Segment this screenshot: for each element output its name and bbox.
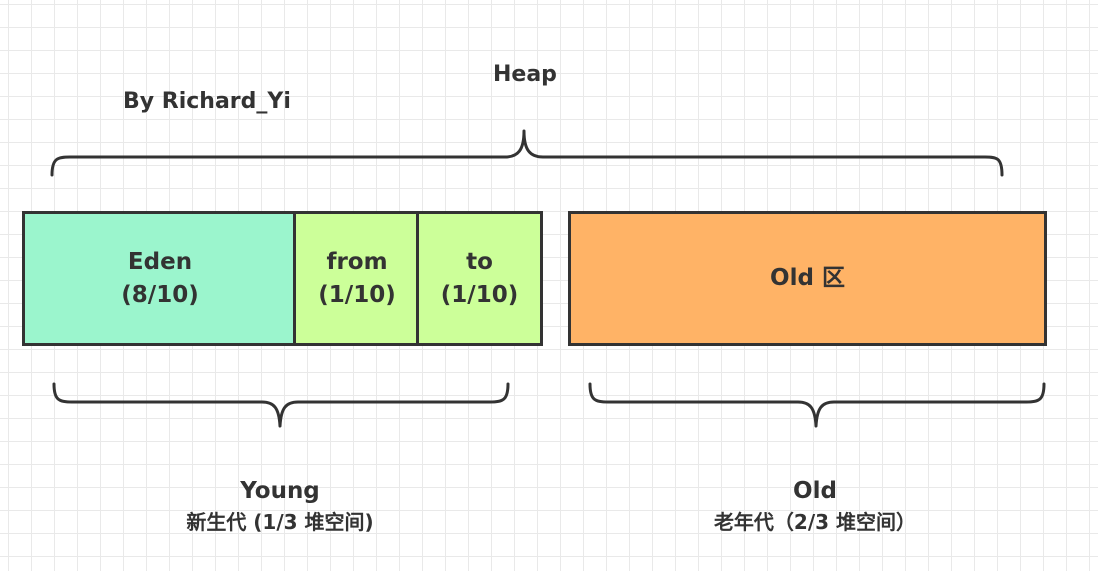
heap-title: Heap <box>493 62 557 87</box>
young-brace <box>52 382 510 428</box>
old-generation-desc: 老年代（2/3 堆空间） <box>713 510 917 534</box>
old-generation-caption: Old 老年代（2/3 堆空间） <box>660 476 970 537</box>
eden-ratio: (8/10) <box>121 281 199 308</box>
to-label: to <box>466 248 493 275</box>
from-survivor-region: from (1/10) <box>293 211 421 346</box>
from-label: from <box>326 248 388 275</box>
from-ratio: (1/10) <box>318 281 396 308</box>
eden-region: Eden (8/10) <box>22 211 298 346</box>
young-generation-caption: Young 新生代 (1/3 堆空间) <box>140 476 420 537</box>
heap-brace <box>50 129 1004 177</box>
old-generation-name: Old <box>793 478 837 504</box>
old-label: Old 区 <box>770 265 845 291</box>
to-survivor-region: to (1/10) <box>416 211 543 346</box>
eden-label: Eden <box>127 248 193 275</box>
to-ratio: (1/10) <box>440 281 519 308</box>
old-region: Old 区 <box>568 211 1047 346</box>
author-credit: By Richard_Yi <box>123 89 291 114</box>
young-generation-desc: 新生代 (1/3 堆空间) <box>186 510 374 534</box>
old-brace <box>588 382 1046 428</box>
young-generation-name: Young <box>240 478 320 504</box>
